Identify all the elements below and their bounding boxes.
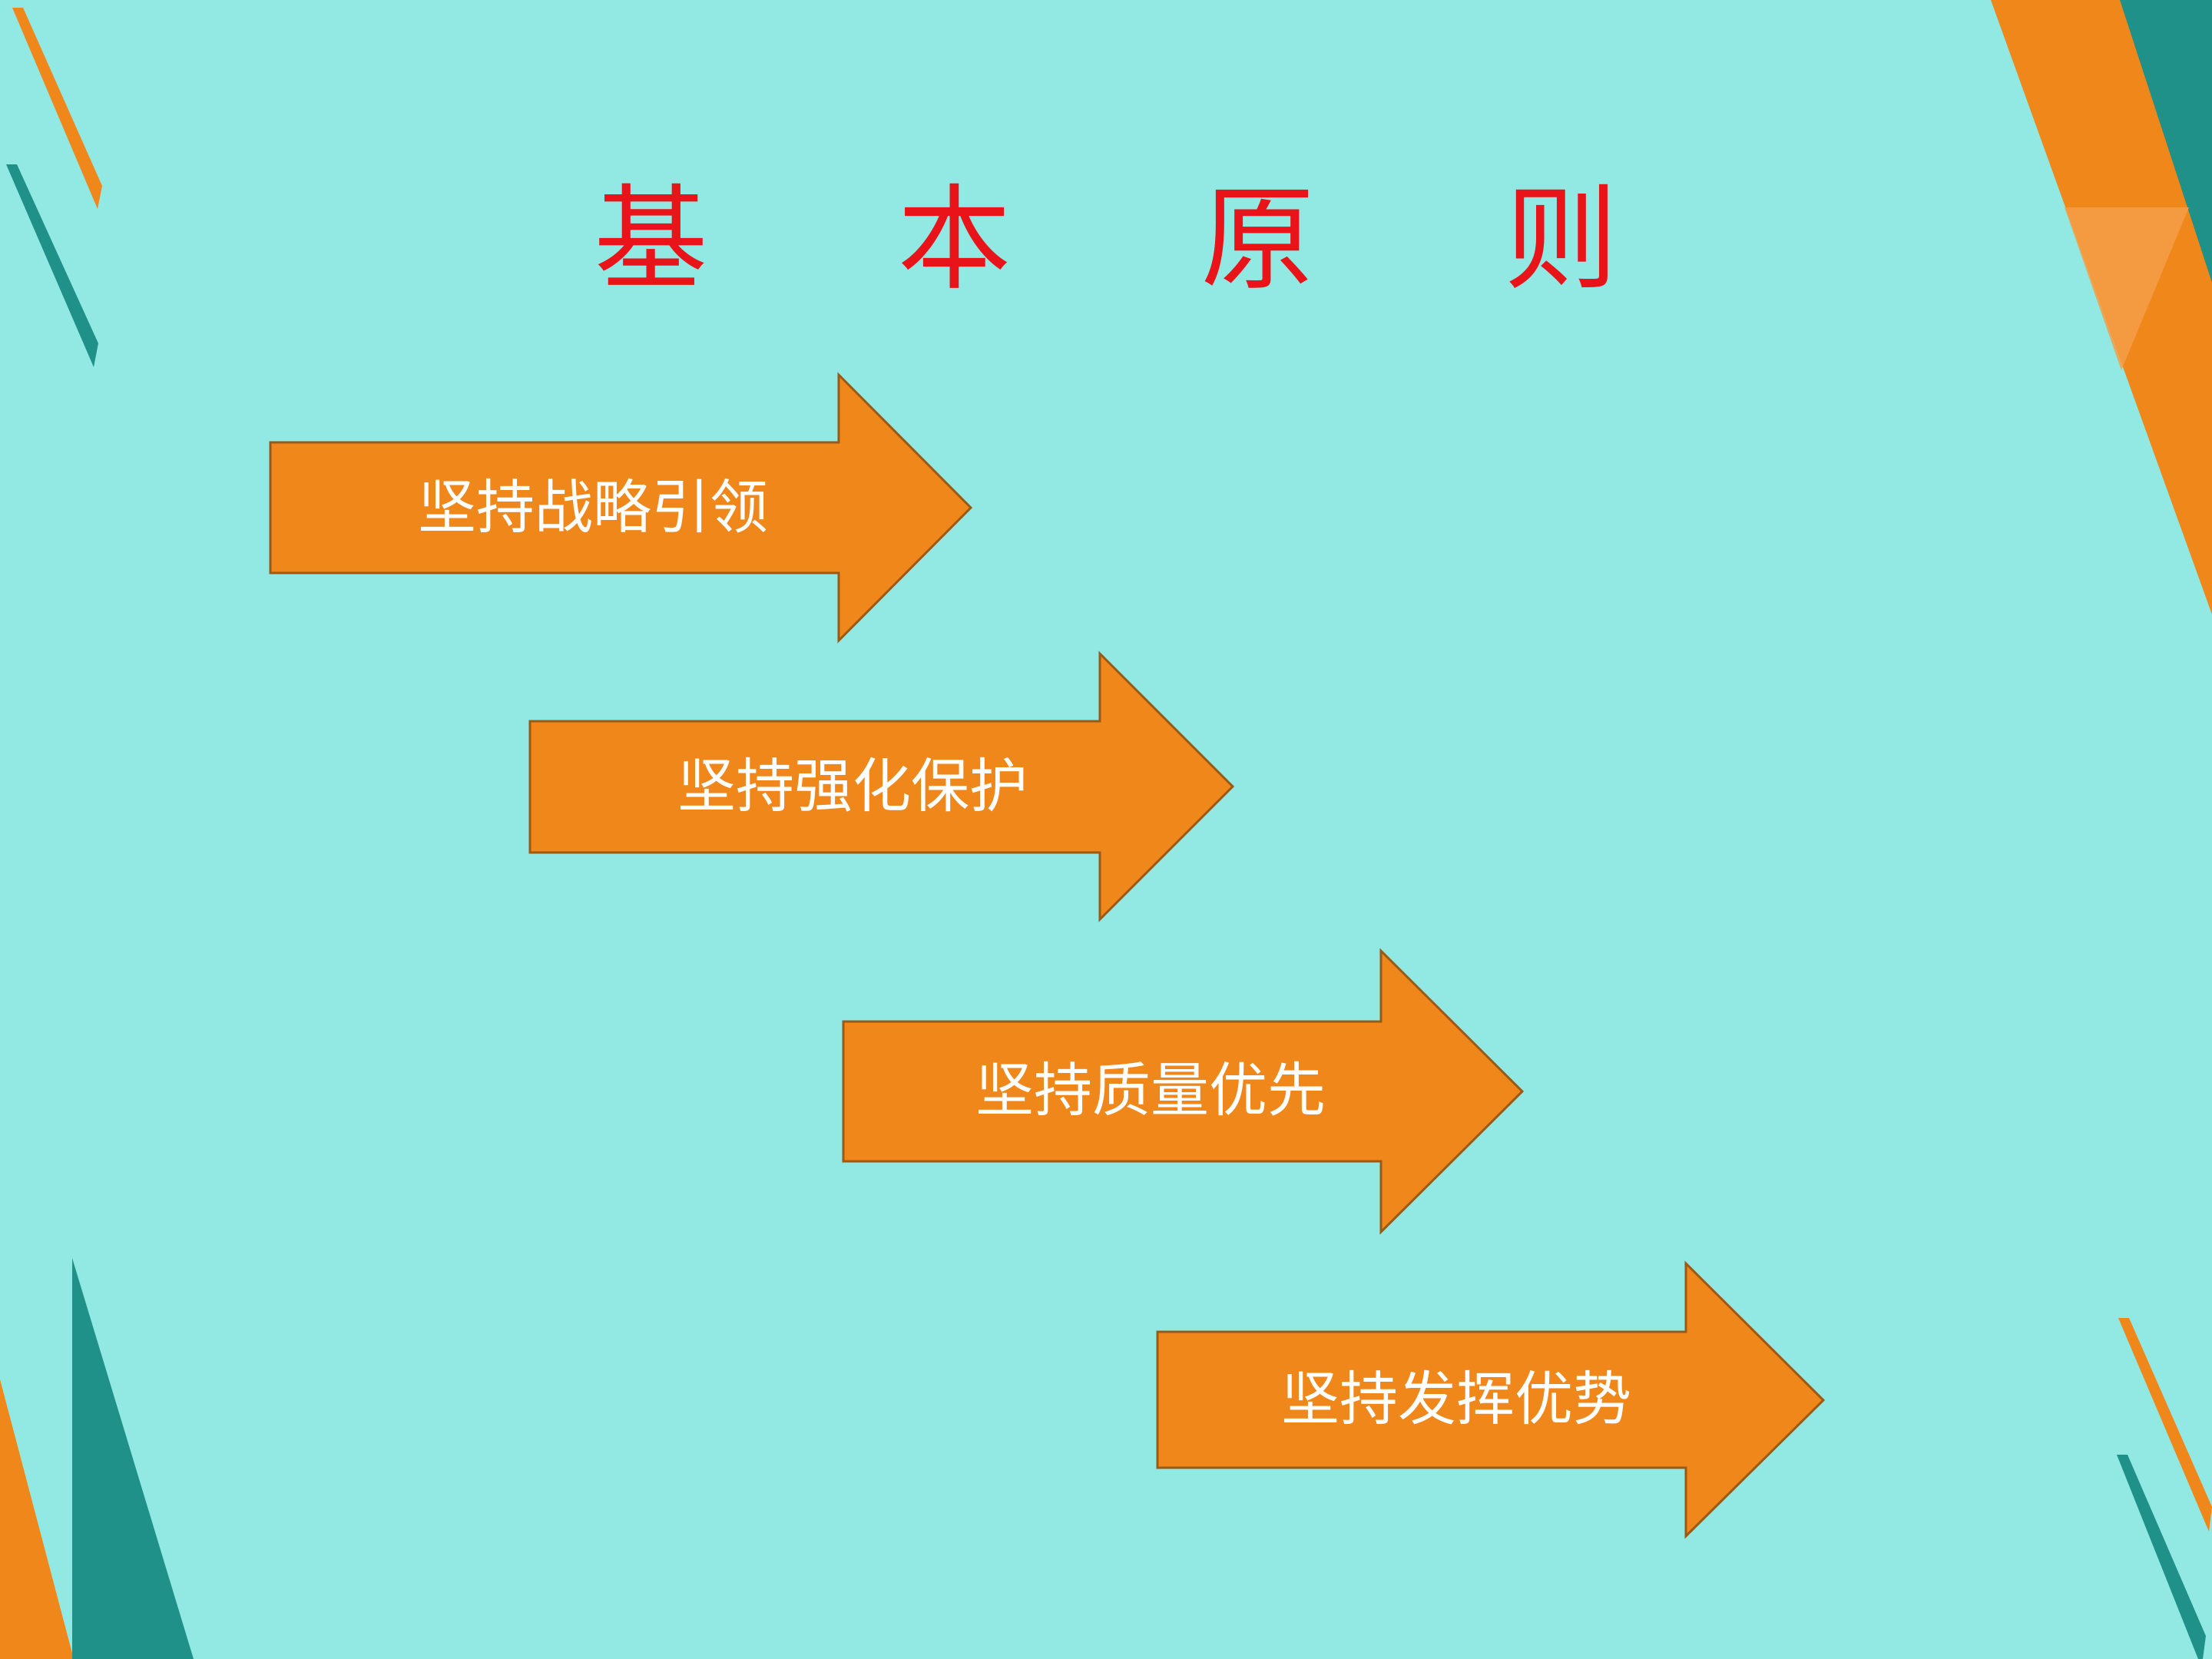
arrow-4 xyxy=(1156,1260,1826,1539)
principle-label-1: 坚持战略引领 xyxy=(418,473,768,541)
principle-label-4: 坚持发挥优势 xyxy=(1281,1365,1631,1433)
corner-highlight-top-right xyxy=(2065,207,2189,370)
stripe-teal-top-left xyxy=(6,164,98,367)
corner-orange-bottom-left xyxy=(0,1379,74,1659)
stripe-orange-top-left xyxy=(12,8,102,209)
stripe-orange-bottom-right xyxy=(2118,1318,2212,1532)
corner-teal-bottom-left xyxy=(72,1258,194,1659)
slide-title: 基 本 原 则 xyxy=(594,174,1695,306)
arrow-2 xyxy=(528,651,1235,922)
stripe-teal-bottom-right xyxy=(2117,1455,2206,1659)
arrow-1 xyxy=(269,372,973,644)
corner-teal-top-right xyxy=(2120,0,2212,283)
arrow-3 xyxy=(842,948,1525,1235)
principle-label-3: 坚持质量优先 xyxy=(975,1056,1326,1124)
principle-label-2: 坚持强化保护 xyxy=(677,752,1028,820)
